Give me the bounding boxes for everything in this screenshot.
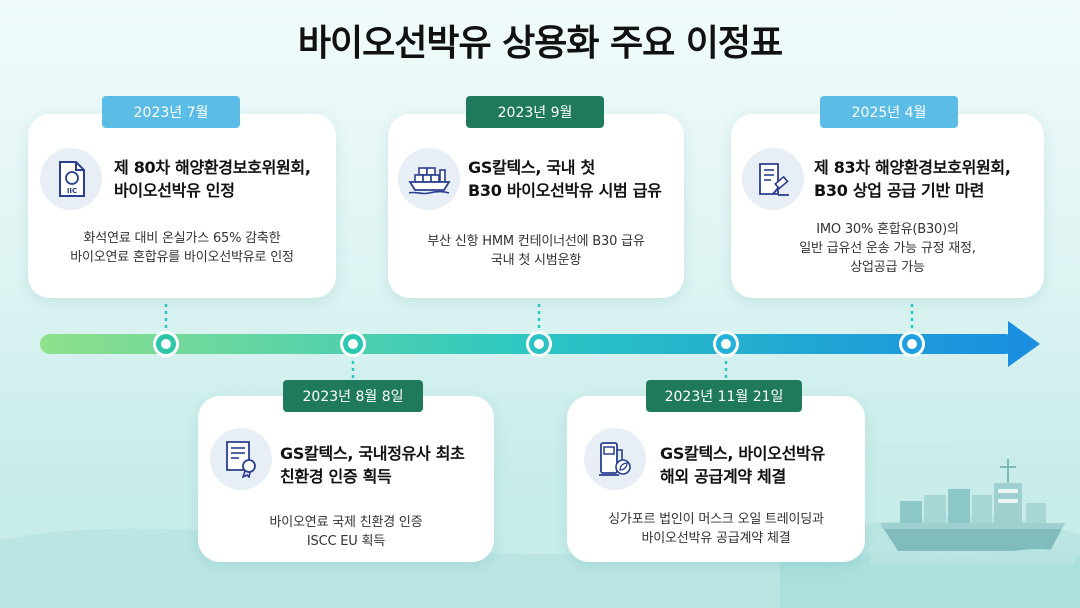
- timeline-arrow: [40, 304, 1040, 382]
- description-line: 상업공급 가능: [850, 260, 925, 275]
- icon-wrapper: IIC: [40, 148, 102, 210]
- heading-line: GS칼텍스, 국내정유사 최초: [280, 444, 465, 463]
- timeline-node: [153, 331, 179, 357]
- milestone-description: 부산 신항 HMM 컨테이너선에 B30 급유 국내 첫 시범운항: [388, 232, 684, 270]
- milestone-heading: GS칼텍스, 국내 첫 B30 바이오선박유 시범 급유: [468, 156, 682, 202]
- milestone-heading: 제 83차 해양환경보호위원회, B30 상업 공급 기반 마련: [814, 156, 1042, 202]
- heading-line: 제 80차 해양환경보호위원회,: [114, 158, 311, 177]
- milestone-heading: 제 80차 해양환경보호위원회, 바이오선박유 인정: [114, 156, 334, 202]
- icon-wrapper: [742, 148, 804, 210]
- icon-wrapper: [584, 428, 646, 490]
- milestone-description: 바이오연료 국제 친환경 인증 ISCC EU 획득: [198, 513, 494, 551]
- milestone-heading: GS칼텍스, 바이오선박유 해외 공급계약 체결: [660, 442, 864, 488]
- description-line: 바이오선박유 공급계약 체결: [641, 531, 791, 546]
- description-line: 화석연료 대비 온실가스 65% 감축한: [83, 231, 281, 246]
- description-line: 싱가포르 법인이 머스크 오일 트레이딩과: [608, 512, 824, 527]
- page-title: 바이오선박유 상용화 주요 이정표: [297, 23, 783, 64]
- regulation-gavel-icon: [759, 163, 789, 196]
- description-line: 바이오연료 혼합유를 바이오선박유로 인정: [70, 250, 294, 265]
- timeline-node: [899, 331, 925, 357]
- heading-line: 제 83차 해양환경보호위원회,: [814, 158, 1011, 177]
- certificate-icon: [226, 441, 256, 478]
- heading-line: B30 상업 공급 기반 마련: [814, 181, 985, 200]
- cargo-ship-illustration: [870, 459, 1075, 565]
- date-badge: 2025년 4월: [820, 96, 958, 128]
- milestone-description: 싱가포르 법인이 머스크 오일 트레이딩과 바이오선박유 공급계약 체결: [567, 510, 865, 548]
- description-line: 일반 급유선 운송 가능 규정 재정,: [799, 241, 976, 256]
- milestone-heading: GS칼텍스, 국내정유사 최초 친환경 인증 획득: [280, 442, 492, 488]
- bio-fuel-pump-icon: [599, 442, 631, 476]
- milestone-description: 화석연료 대비 온실가스 65% 감축한 바이오연료 혼합유를 바이오선박유로 …: [28, 229, 336, 267]
- heading-line: 해외 공급계약 체결: [660, 467, 786, 486]
- description-line: 부산 신항 HMM 컨테이너선에 B30 급유: [427, 234, 645, 249]
- document-seal-icon: IIC: [59, 161, 85, 197]
- date-badge: 2023년 11월 21일: [646, 380, 802, 412]
- description-line: 국내 첫 시범운항: [490, 253, 582, 268]
- heading-line: 친환경 인증 획득: [280, 467, 392, 486]
- timeline-node: [340, 331, 366, 357]
- heading-line: B30 바이오선박유 시범 급유: [468, 181, 662, 200]
- timeline-node: [713, 331, 739, 357]
- icon-wrapper: [398, 148, 460, 210]
- date-badge: 2023년 7월: [102, 96, 240, 128]
- container-ship-icon: [408, 167, 451, 195]
- icon-wrapper: [210, 428, 272, 490]
- date-badge: 2023년 9월: [466, 96, 604, 128]
- timeline-node: [526, 331, 552, 357]
- heading-line: 바이오선박유 인정: [114, 181, 235, 200]
- heading-line: GS칼텍스, 국내 첫: [468, 158, 595, 177]
- description-line: ISCC EU 획득: [306, 534, 386, 549]
- date-badge: 2023년 8월 8일: [283, 380, 423, 412]
- icon-text: IIC: [67, 187, 77, 195]
- description-line: IMO 30% 혼합유(B30)의: [816, 222, 959, 237]
- heading-line: GS칼텍스, 바이오선박유: [660, 444, 825, 463]
- milestone-description: IMO 30% 혼합유(B30)의 일반 급유선 운송 가능 규정 재정, 상업…: [731, 220, 1044, 277]
- description-line: 바이오연료 국제 친환경 인증: [269, 515, 423, 530]
